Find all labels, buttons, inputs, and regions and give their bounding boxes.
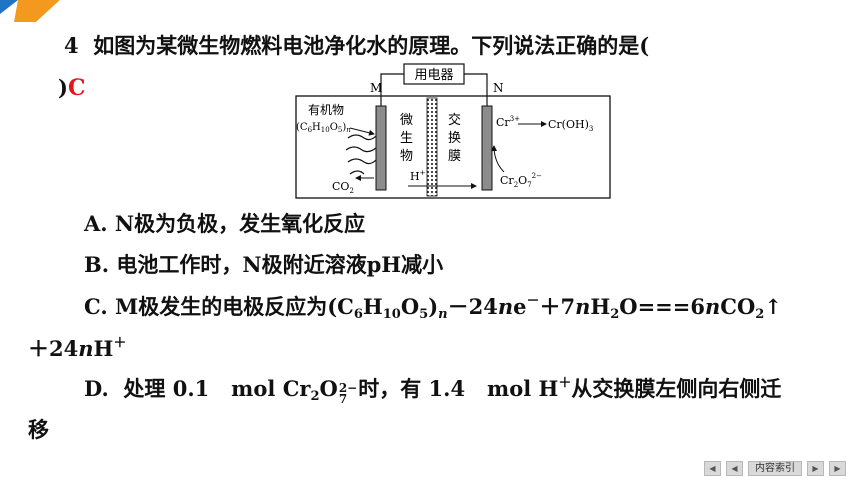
slide-navigation: ◀ ◀ 内容索引 ▶ ▶ <box>704 461 846 476</box>
question-close-paren: ) <box>58 75 68 100</box>
question-line-2: )C <box>58 74 85 102</box>
option-b[interactable]: B. 电池工作时，N极附近溶液pH减小 <box>84 252 444 277</box>
organic-arrow <box>349 127 375 136</box>
wire-left <box>380 73 404 106</box>
electrode-n-label: N <box>493 81 504 95</box>
option-a[interactable]: A. N极为负极，发生氧化反应 <box>84 211 366 236</box>
option-c-continued: ＋24nH＋ <box>28 336 127 361</box>
microbe-label: 微生物 <box>400 113 413 164</box>
question-number: 4 <box>64 33 79 58</box>
cr3-label: Cr3+ <box>496 115 520 129</box>
organic-label: 有机物 <box>308 103 344 117</box>
last-page-button[interactable]: ▶ <box>829 461 846 476</box>
option-d-continued: 移 <box>28 417 49 442</box>
load-label: 用电器 <box>414 68 453 83</box>
microbe-squiggles <box>345 134 377 175</box>
co2-label: CO2 <box>332 180 354 195</box>
next-page-button[interactable]: ▶ <box>807 461 824 476</box>
cell-container <box>295 95 611 199</box>
croh3-label: Cr(OH)3 <box>548 118 593 133</box>
wire-right <box>464 73 488 106</box>
membrane-label: 交换膜 <box>448 112 461 164</box>
first-page-button[interactable]: ◀ <box>704 461 721 476</box>
dichromate-arrow <box>491 145 505 173</box>
electrode-m <box>375 105 387 191</box>
option-c[interactable]: C. M极发生的电极反应为(C6H10O5)n－24ne－＋7nH2O===6n… <box>84 294 782 322</box>
corner-decoration <box>0 0 60 22</box>
organic-formula: (C6H10O5)n <box>296 122 351 134</box>
question-stem: 如图为某微生物燃料电池净化水的原理。下列说法正确的是( <box>93 33 650 58</box>
electrode-n <box>481 105 493 191</box>
exchange-membrane <box>426 97 438 197</box>
fuel-cell-diagram: 用电器 M N 有机物 (C6H10O5)n CO2 微生物 交换膜 H+ Cr… <box>295 63 611 199</box>
question-line-1: 4 如图为某微生物燃料电池净化水的原理。下列说法正确的是( <box>64 32 649 60</box>
dichromate-label: Cr2O72− <box>500 172 542 189</box>
answer-mark: C <box>67 75 86 101</box>
proton-label: H+ <box>410 169 426 183</box>
content-index-button[interactable]: 内容索引 <box>748 461 802 476</box>
prev-page-button[interactable]: ◀ <box>726 461 743 476</box>
electrode-m-label: M <box>370 81 382 95</box>
